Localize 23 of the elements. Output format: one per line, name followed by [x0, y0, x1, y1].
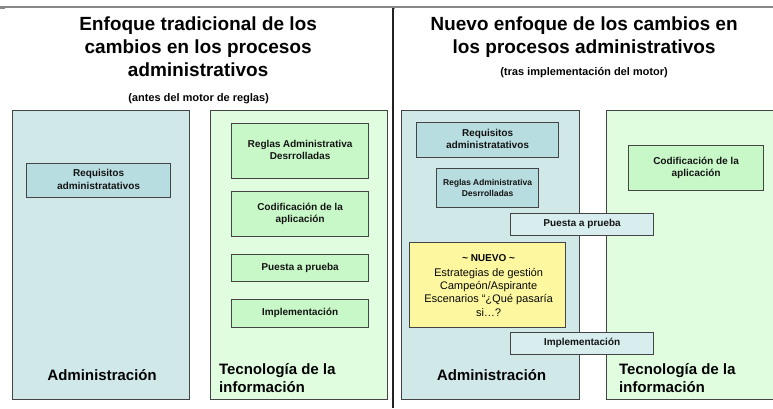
column-title: Administración: [46, 367, 158, 385]
step-box: Codificación de la aplicación: [231, 191, 369, 237]
column-panel: [12, 110, 190, 400]
note-text: Estrategias de gestión Campeón/Aspirante Escenarios “¿Qué pasaría si…?: [423, 267, 554, 320]
panel-title: Nuevo enfoque de los cambios en los procesos administrativos: [429, 14, 739, 60]
column-title: Tecnología de la información: [619, 361, 736, 397]
column-title: Administración: [436, 367, 548, 385]
step-box: Requisitos administratativos: [26, 163, 171, 198]
step-box: Reglas Administrativa Desrrolladas: [231, 123, 369, 179]
column-panel: [210, 110, 388, 400]
column-title: Tecnología de la información: [219, 361, 336, 397]
step-box: Puesta a prueba: [231, 254, 369, 282]
note-heading: ~ NUEVO ~: [461, 253, 516, 265]
step-box: Codificación de la aplicación: [628, 145, 764, 191]
step-box: Implementación: [510, 332, 654, 355]
step-box: Implementación: [231, 299, 369, 328]
panel-subtitle: (tras implementación del motor): [499, 66, 669, 80]
step-box: Requisitos administratativos: [416, 122, 559, 158]
step-box: Reglas Administrativa Desrrolladas: [436, 168, 539, 208]
panel-title: Enfoque tradicional de los cambios en los procesos administrativos: [78, 14, 318, 82]
panel-subtitle: (antes del motor de reglas): [127, 92, 270, 106]
note-box: [409, 242, 566, 328]
step-box: Puesta a prueba: [510, 213, 654, 236]
